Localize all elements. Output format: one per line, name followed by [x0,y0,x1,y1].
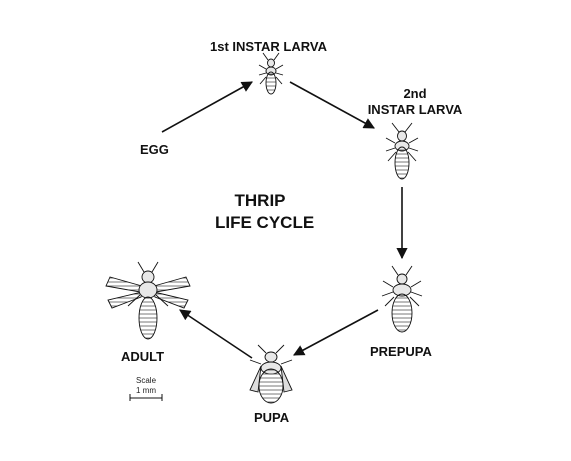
label-egg: EGG [140,142,169,157]
scale-value: 1 mm [136,386,156,395]
arrow-egg-to-first-instar [161,81,253,133]
title-line-2: LIFE CYCLE [215,213,315,232]
second-instar-larva-illustration [385,122,419,180]
label-second-instar-line-1: 2nd [403,86,427,101]
label-first-instar: 1st INSTAR LARVA [210,39,328,54]
label-pupa: PUPA [254,410,290,425]
label-adult: ADULT [121,349,165,364]
label-second-instar-line-2: INSTAR LARVA [367,102,463,117]
label-prepupa: PREPUPA [370,344,432,359]
pupa-illustration [249,344,293,404]
scale-bar [129,394,163,401]
adult-illustration [105,261,191,340]
arrow-first-to-second-instar [289,81,375,129]
diagram-title: THRIP LIFE CYCLE [215,190,315,234]
first-instar-larva-illustration [258,52,284,95]
prepupa-illustration [381,265,423,333]
arrow-prepupa-to-pupa [293,309,379,356]
title-line-1: THRIP [234,191,286,210]
arrow-pupa-to-adult [179,309,253,359]
label-second-instar: 2nd INSTAR LARVA [366,86,464,118]
scale-label: Scale [136,376,157,385]
